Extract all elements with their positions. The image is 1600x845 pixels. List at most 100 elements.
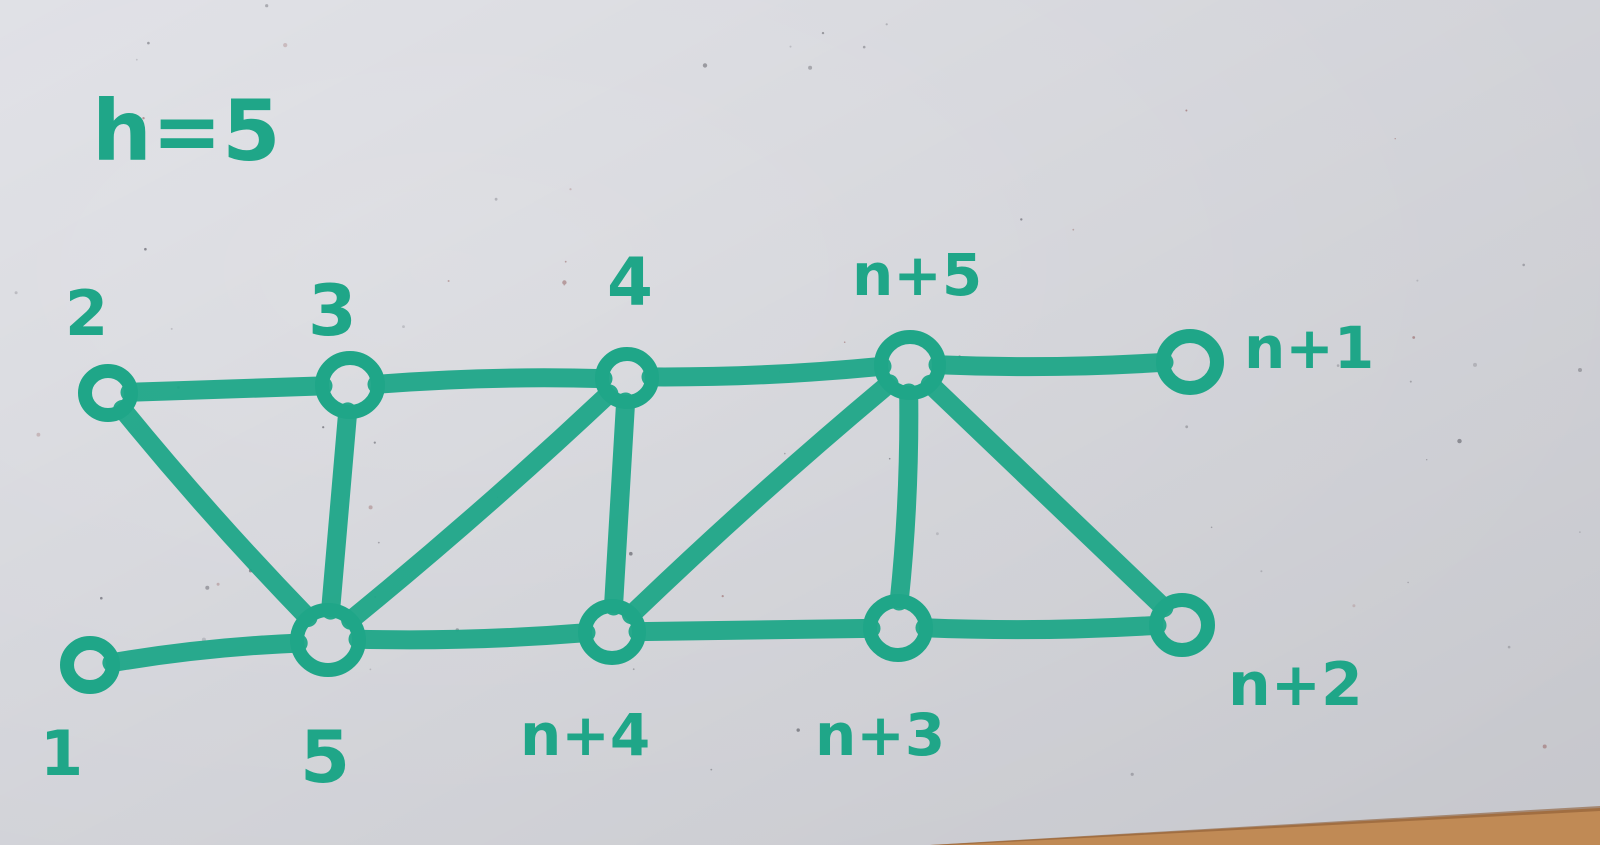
board-speck xyxy=(843,341,846,344)
node-nn4 xyxy=(578,599,646,665)
board-speck xyxy=(1210,526,1213,529)
board-speck xyxy=(885,23,888,26)
board-speck xyxy=(1260,570,1263,573)
board-speck xyxy=(147,41,150,45)
edge-n4-nn5 xyxy=(641,356,892,387)
board-speck xyxy=(373,441,376,444)
board-speck xyxy=(402,325,405,328)
board-speck xyxy=(1522,263,1525,267)
diagram-title: h=5 xyxy=(92,82,281,180)
board-speck xyxy=(821,31,825,35)
board-speck xyxy=(721,595,724,598)
board-speck xyxy=(36,432,41,437)
board-speck xyxy=(936,532,939,536)
board-speck xyxy=(1473,362,1477,367)
edge-nn4-nn5 xyxy=(621,374,899,625)
board-speck xyxy=(135,58,138,61)
node-nn2 xyxy=(1149,593,1215,657)
board-speck xyxy=(808,65,813,70)
node-label-nn2: n+2 xyxy=(1228,650,1363,720)
board-speck xyxy=(1336,364,1340,367)
board-speck xyxy=(1409,380,1412,383)
board-speck xyxy=(265,4,269,8)
board-speck xyxy=(632,668,635,671)
board-speck xyxy=(888,457,891,460)
board-speck xyxy=(564,260,567,263)
graph-diagram: 1 2 3 4 5 n+1 n+2 n+3 n+4 n+5 xyxy=(40,241,1374,799)
node-label-nn5: n+5 xyxy=(852,241,982,309)
node-label-n5: 5 xyxy=(300,715,350,799)
board-speck xyxy=(369,668,372,671)
board-speck xyxy=(569,188,572,191)
board-speck xyxy=(1542,744,1547,749)
node-nn1 xyxy=(1156,329,1224,395)
node-label-nn4: n+4 xyxy=(520,701,650,769)
edge-n2-n5 xyxy=(113,399,318,628)
node-label-nn3: n+3 xyxy=(815,701,945,769)
edge-nn3-nn2 xyxy=(915,615,1167,640)
board-speck xyxy=(1426,459,1428,461)
board-speck xyxy=(1185,425,1189,429)
board-speck xyxy=(796,728,800,732)
board-speck xyxy=(447,280,450,282)
board-speck xyxy=(710,768,713,771)
edge-n1-n5 xyxy=(102,633,308,673)
board-speck xyxy=(1578,368,1582,372)
board-speck xyxy=(283,43,288,48)
board-speck xyxy=(14,291,18,295)
edge-n2-n3 xyxy=(120,376,333,402)
edge-n3-n5 xyxy=(321,402,358,620)
board-speck xyxy=(170,327,173,330)
board-speck xyxy=(1412,336,1416,339)
board-speck xyxy=(322,426,325,429)
edge-n4-n5 xyxy=(341,384,619,630)
edge-nn4-nn3 xyxy=(628,618,881,642)
board-speck xyxy=(1407,581,1409,584)
edge-nn5-nn2 xyxy=(920,374,1174,618)
board-speck xyxy=(1185,109,1188,112)
board-speck xyxy=(784,452,786,455)
edge-nn5-nn1 xyxy=(928,352,1174,377)
board-speck xyxy=(1352,604,1356,608)
board-speck xyxy=(1457,438,1462,444)
board-speck xyxy=(100,596,103,600)
node-n5 xyxy=(290,603,366,677)
node-n1 xyxy=(60,636,120,694)
node-label-n1: 1 xyxy=(40,717,83,790)
board-speck xyxy=(789,45,792,48)
board-speck xyxy=(494,197,498,201)
node-label-n2: 2 xyxy=(65,277,108,350)
board-speck xyxy=(1020,218,1023,221)
board-ledge-edge xyxy=(930,806,1600,845)
node-n3 xyxy=(315,351,385,419)
node-n2 xyxy=(78,364,138,422)
board-speck xyxy=(1394,138,1396,140)
board-speck xyxy=(1507,645,1511,649)
node-nn5 xyxy=(874,330,946,400)
board-speck xyxy=(1416,279,1419,282)
node-label-nn1: n+1 xyxy=(1244,314,1374,382)
board-speck xyxy=(205,585,210,590)
node-label-n4: 4 xyxy=(607,244,653,321)
board-speck xyxy=(142,117,145,120)
board-speck xyxy=(629,551,633,556)
edge-nn5-nn3 xyxy=(889,383,919,611)
board-speck xyxy=(1130,772,1134,776)
board-speck xyxy=(216,582,220,586)
board-speck xyxy=(368,505,373,510)
edge-n5-nn4 xyxy=(348,623,596,650)
board-speck xyxy=(562,280,567,285)
edge-n4-nn4 xyxy=(604,392,636,616)
node-nn3 xyxy=(863,594,933,662)
board-speck xyxy=(1072,228,1075,231)
node-n4 xyxy=(595,347,659,409)
board-speck xyxy=(1579,531,1581,533)
board-speck xyxy=(702,63,708,68)
board-speck xyxy=(144,247,147,251)
edge-n3-n4 xyxy=(367,368,613,394)
board-speck xyxy=(377,541,380,544)
node-label-n3: 3 xyxy=(308,270,357,352)
board-speck xyxy=(862,45,866,49)
